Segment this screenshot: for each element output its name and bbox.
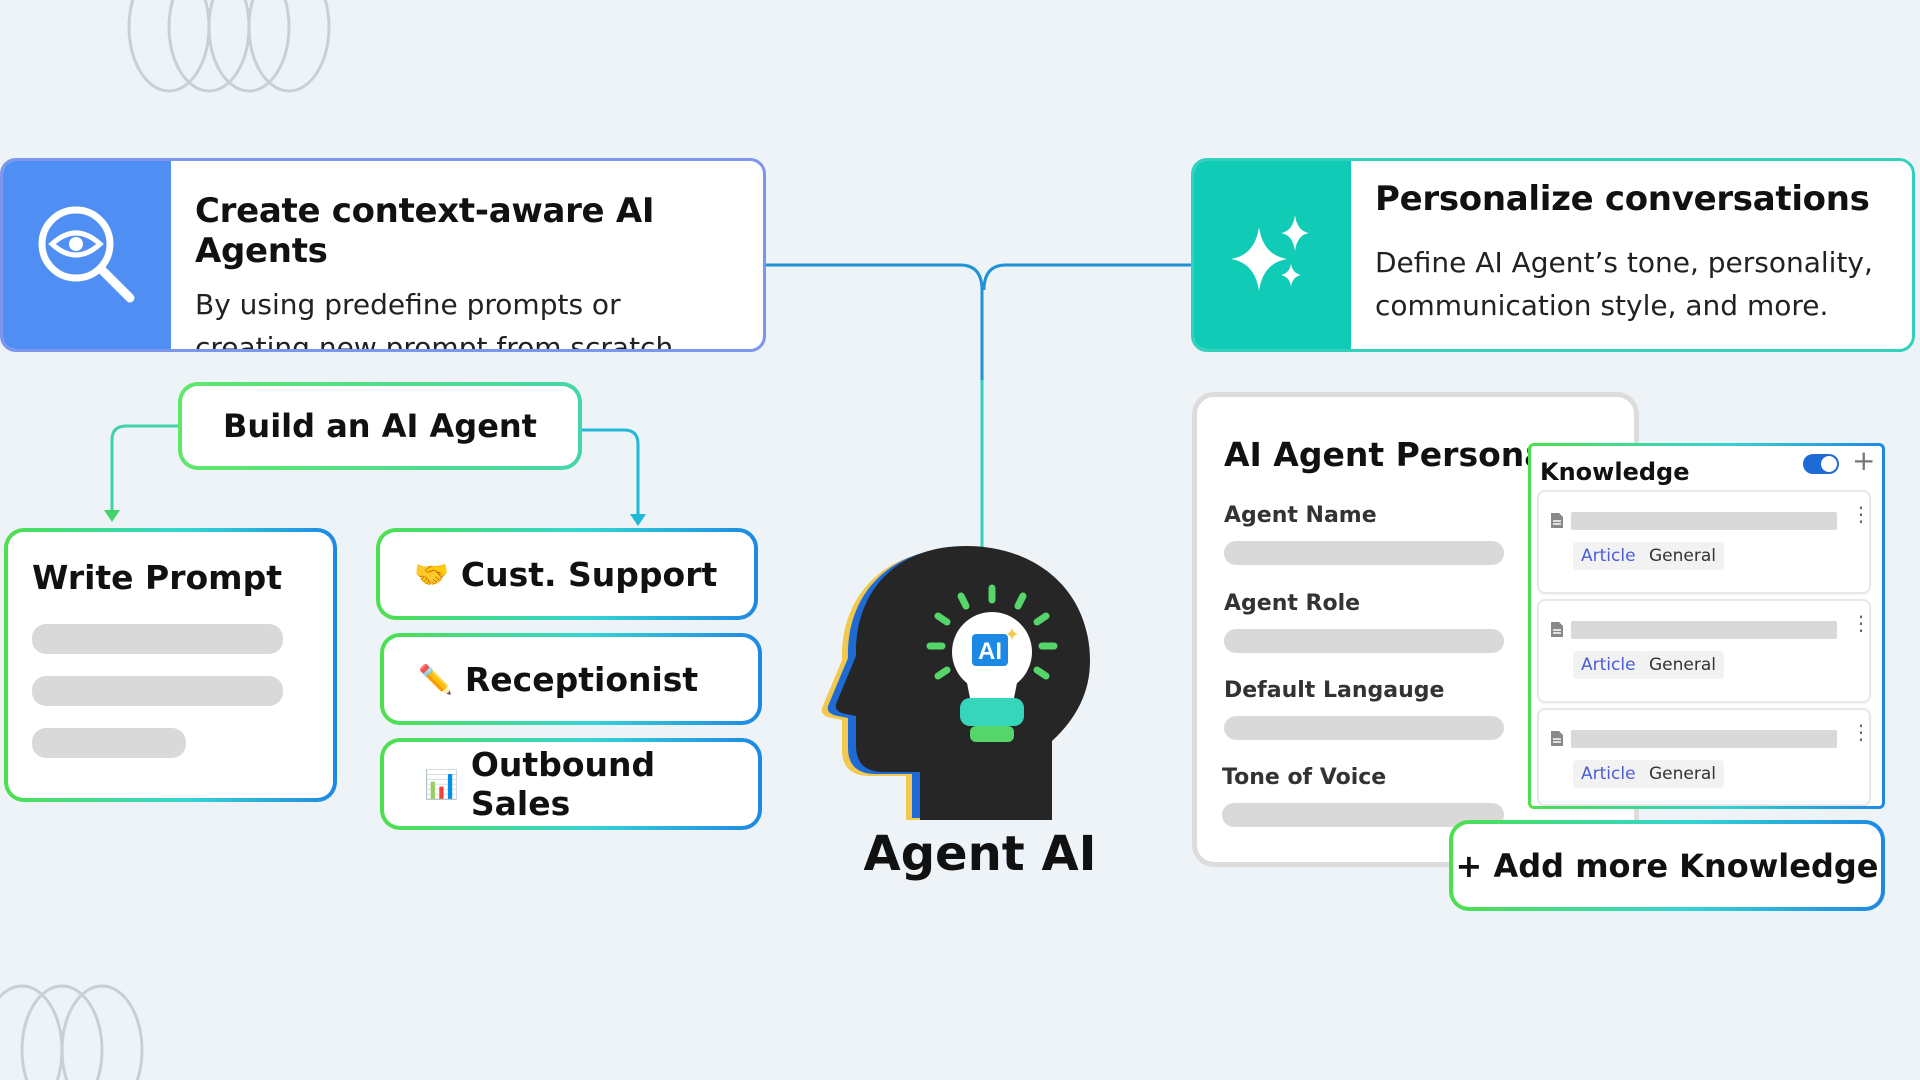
- toggle-knob: [1821, 456, 1837, 472]
- personalize-desc-1: Define AI Agent’s tone, personality,: [1375, 246, 1873, 279]
- knowledge-item[interactable]: ⋮ Article General: [1537, 490, 1871, 594]
- personalize-title: Personalize conversations: [1375, 179, 1870, 219]
- create-agents-title: Create context-aware AI Agents: [195, 191, 655, 271]
- create-agents-desc-2: creating new prompt from scratch.: [195, 331, 683, 352]
- tag-article: Article: [1573, 760, 1644, 788]
- agent-role-field[interactable]: [1224, 629, 1504, 653]
- tag-article: Article: [1573, 542, 1644, 570]
- agent-name-field[interactable]: [1224, 541, 1504, 565]
- persona-title: AI Agent Persona: [1224, 435, 1547, 474]
- eye-search-icon: [3, 161, 171, 349]
- knowledge-item[interactable]: ⋮ Article General: [1537, 599, 1871, 703]
- sparkles-icon: [1194, 161, 1351, 349]
- knowledge-item-title-placeholder: [1571, 621, 1837, 639]
- build-agent-box: Build an AI Agent: [178, 382, 582, 470]
- role-label: Outbound Sales: [470, 745, 656, 823]
- tag-general: General: [1641, 542, 1724, 570]
- pencil-icon: ✏️: [418, 662, 453, 696]
- center-title: Agent AI: [863, 826, 1097, 882]
- more-vertical-icon[interactable]: ⋮: [1851, 720, 1871, 744]
- handshake-icon: 🤝: [414, 557, 449, 591]
- write-prompt-card: Write Prompt: [4, 528, 337, 802]
- role-option-cust-support[interactable]: 🤝 Cust. Support: [376, 528, 758, 620]
- tone-of-voice-label: Tone of Voice: [1222, 765, 1387, 790]
- tag-general: General: [1641, 651, 1724, 679]
- add-knowledge-label: + Add more Knowledge: [1455, 846, 1879, 885]
- agent-name-label: Agent Name: [1224, 503, 1377, 528]
- document-icon: [1551, 731, 1563, 746]
- knowledge-item-title-placeholder: [1571, 730, 1837, 748]
- more-vertical-icon[interactable]: ⋮: [1851, 502, 1871, 526]
- role-label: Cust. Support: [460, 554, 718, 594]
- default-language-label: Default Langauge: [1224, 678, 1445, 703]
- prompt-placeholder-line: [32, 624, 283, 654]
- add-icon[interactable]: +: [1852, 444, 1876, 477]
- personalize-desc-2: communication style, and more.: [1375, 289, 1829, 322]
- personalize-card: Personalize conversations Define AI Agen…: [1191, 158, 1915, 352]
- agent-role-label: Agent Role: [1224, 591, 1361, 616]
- knowledge-item-title-placeholder: [1571, 512, 1837, 530]
- document-icon: [1551, 513, 1563, 528]
- document-icon: [1551, 622, 1563, 637]
- build-agent-label: Build an AI Agent: [223, 407, 537, 445]
- create-agents-card: Create context-aware AI Agents By using …: [0, 158, 766, 352]
- knowledge-toggle[interactable]: [1803, 454, 1839, 474]
- knowledge-panel: Knowledge + ⋮ Article General ⋮ Article …: [1528, 443, 1885, 809]
- knowledge-item[interactable]: ⋮ Article General: [1537, 708, 1871, 806]
- add-knowledge-button[interactable]: + Add more Knowledge: [1449, 820, 1885, 911]
- ai-head-bulb-icon: AI: [821, 546, 1090, 820]
- bulb-ai-text: AI: [978, 638, 1002, 665]
- tag-article: Article: [1573, 651, 1644, 679]
- more-vertical-icon[interactable]: ⋮: [1851, 611, 1871, 635]
- prompt-placeholder-line: [32, 676, 283, 706]
- bar-chart-icon: 📊: [424, 767, 459, 801]
- knowledge-title: Knowledge: [1540, 458, 1690, 486]
- prompt-placeholder-line: [32, 728, 186, 758]
- role-option-outbound-sales[interactable]: 📊 Outbound Sales: [380, 738, 762, 830]
- tone-of-voice-field[interactable]: [1222, 803, 1504, 827]
- role-option-receptionist[interactable]: ✏️ Receptionist: [380, 633, 762, 725]
- default-language-field[interactable]: [1224, 716, 1504, 740]
- tag-general: General: [1641, 760, 1724, 788]
- create-agents-desc-1: By using predefine prompts or: [195, 288, 621, 321]
- write-prompt-title: Write Prompt: [32, 558, 282, 597]
- role-label: Receptionist: [464, 659, 699, 699]
